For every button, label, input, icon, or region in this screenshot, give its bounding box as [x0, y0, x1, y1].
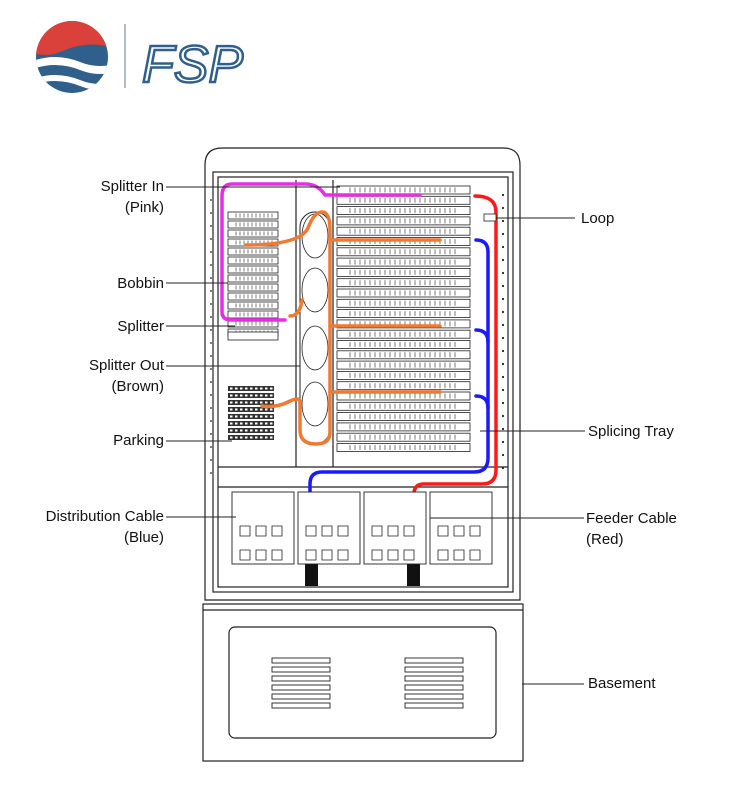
cable-entry-bracket [429, 491, 493, 565]
splitter-module [227, 301, 279, 310]
splicing-tray [336, 340, 471, 349]
splicing-tray [336, 298, 471, 308]
label-loop: Loop [581, 210, 615, 227]
label-parking: Parking [113, 432, 164, 449]
splicing-tray [336, 350, 471, 360]
basement-vent [404, 684, 464, 691]
loop-marker [483, 213, 497, 222]
splitter-out-cable [244, 210, 332, 446]
splicing-tray [336, 216, 471, 226]
splitter-module [227, 211, 279, 220]
basement-vent [271, 702, 331, 709]
splicing-tray [336, 257, 471, 267]
splicing-tray [336, 360, 471, 370]
cabinet [202, 147, 524, 762]
splitter-module [227, 256, 279, 265]
distribution-cable [474, 328, 490, 344]
distribution-cable [474, 394, 490, 410]
splicing-tray [336, 226, 471, 236]
splicing-tray [336, 309, 471, 319]
bobbin [301, 381, 329, 427]
basement-vent [271, 666, 331, 673]
basement-vent [404, 675, 464, 682]
label-basement: Basement [588, 675, 656, 692]
cable-entry-bracket [231, 491, 295, 565]
basement-vent [271, 684, 331, 691]
basement-vent [404, 702, 464, 709]
label-distribution-cable-color: (Blue) [123, 529, 164, 546]
splicing-tray [336, 432, 471, 442]
splicing-tray [336, 267, 471, 277]
splitter-module [227, 331, 279, 341]
basement-vent [404, 666, 464, 673]
splicing-tray [336, 206, 471, 216]
label-feeder-cable-name: Feeder Cable [586, 510, 677, 527]
label-distribution-cable-name: Distribution Cable [45, 508, 164, 525]
label-splitter-in-color: (Pink) [124, 199, 164, 216]
splitter-module [227, 292, 279, 301]
splitter-module [227, 265, 279, 274]
splitter-module [227, 283, 279, 292]
label-splitter: Splitter [117, 318, 164, 335]
label-splitter-out: Splitter Out (Brown) [40, 355, 164, 397]
splicing-tray [336, 319, 471, 329]
splicing-tray [336, 401, 471, 411]
bobbin [301, 325, 329, 371]
label-feeder-cable: Feeder Cable (Red) [586, 508, 677, 550]
basement-vent [404, 657, 464, 664]
logo-wordmark: FSP [142, 36, 243, 94]
splicing-tray [336, 412, 471, 422]
bobbin [301, 213, 329, 259]
splicing-tray [336, 422, 471, 432]
splicing-tray [336, 370, 471, 380]
basement-vent [404, 693, 464, 700]
bobbin [301, 267, 329, 313]
cable-entry-bracket [363, 491, 427, 565]
splitter-module [227, 310, 279, 319]
splicing-tray [336, 247, 471, 257]
splicing-tray [336, 329, 471, 339]
splitter-out-cable [288, 298, 304, 318]
label-splitter-in-name: Splitter In [100, 178, 164, 195]
label-splitter-in: Splitter In (Pink) [60, 176, 164, 218]
label-bobbin: Bobbin [117, 275, 164, 292]
splicing-tray [336, 443, 471, 452]
splitter-module [227, 274, 279, 283]
label-splicing-tray: Splicing Tray [588, 423, 674, 440]
label-distribution-cable: Distribution Cable (Blue) [10, 506, 164, 548]
distribution-cable [308, 238, 490, 532]
basement-vent [271, 657, 331, 664]
cable-entry-bracket [297, 491, 361, 565]
feeder-cable [412, 194, 498, 532]
basement-vent [271, 693, 331, 700]
splicing-tray [336, 278, 471, 288]
label-splitter-out-color: (Brown) [111, 378, 164, 395]
bobbin-column [299, 211, 331, 445]
label-splitter-out-name: Splitter Out [88, 357, 164, 374]
label-feeder-cable-color: (Red) [586, 531, 624, 548]
splitter-module [227, 229, 279, 238]
splicing-tray [336, 381, 471, 391]
splitter-module [227, 220, 279, 229]
company-logo: FSP [36, 21, 245, 95]
splitter-module [227, 247, 279, 256]
splicing-tray [336, 288, 471, 298]
basement-vent [271, 675, 331, 682]
